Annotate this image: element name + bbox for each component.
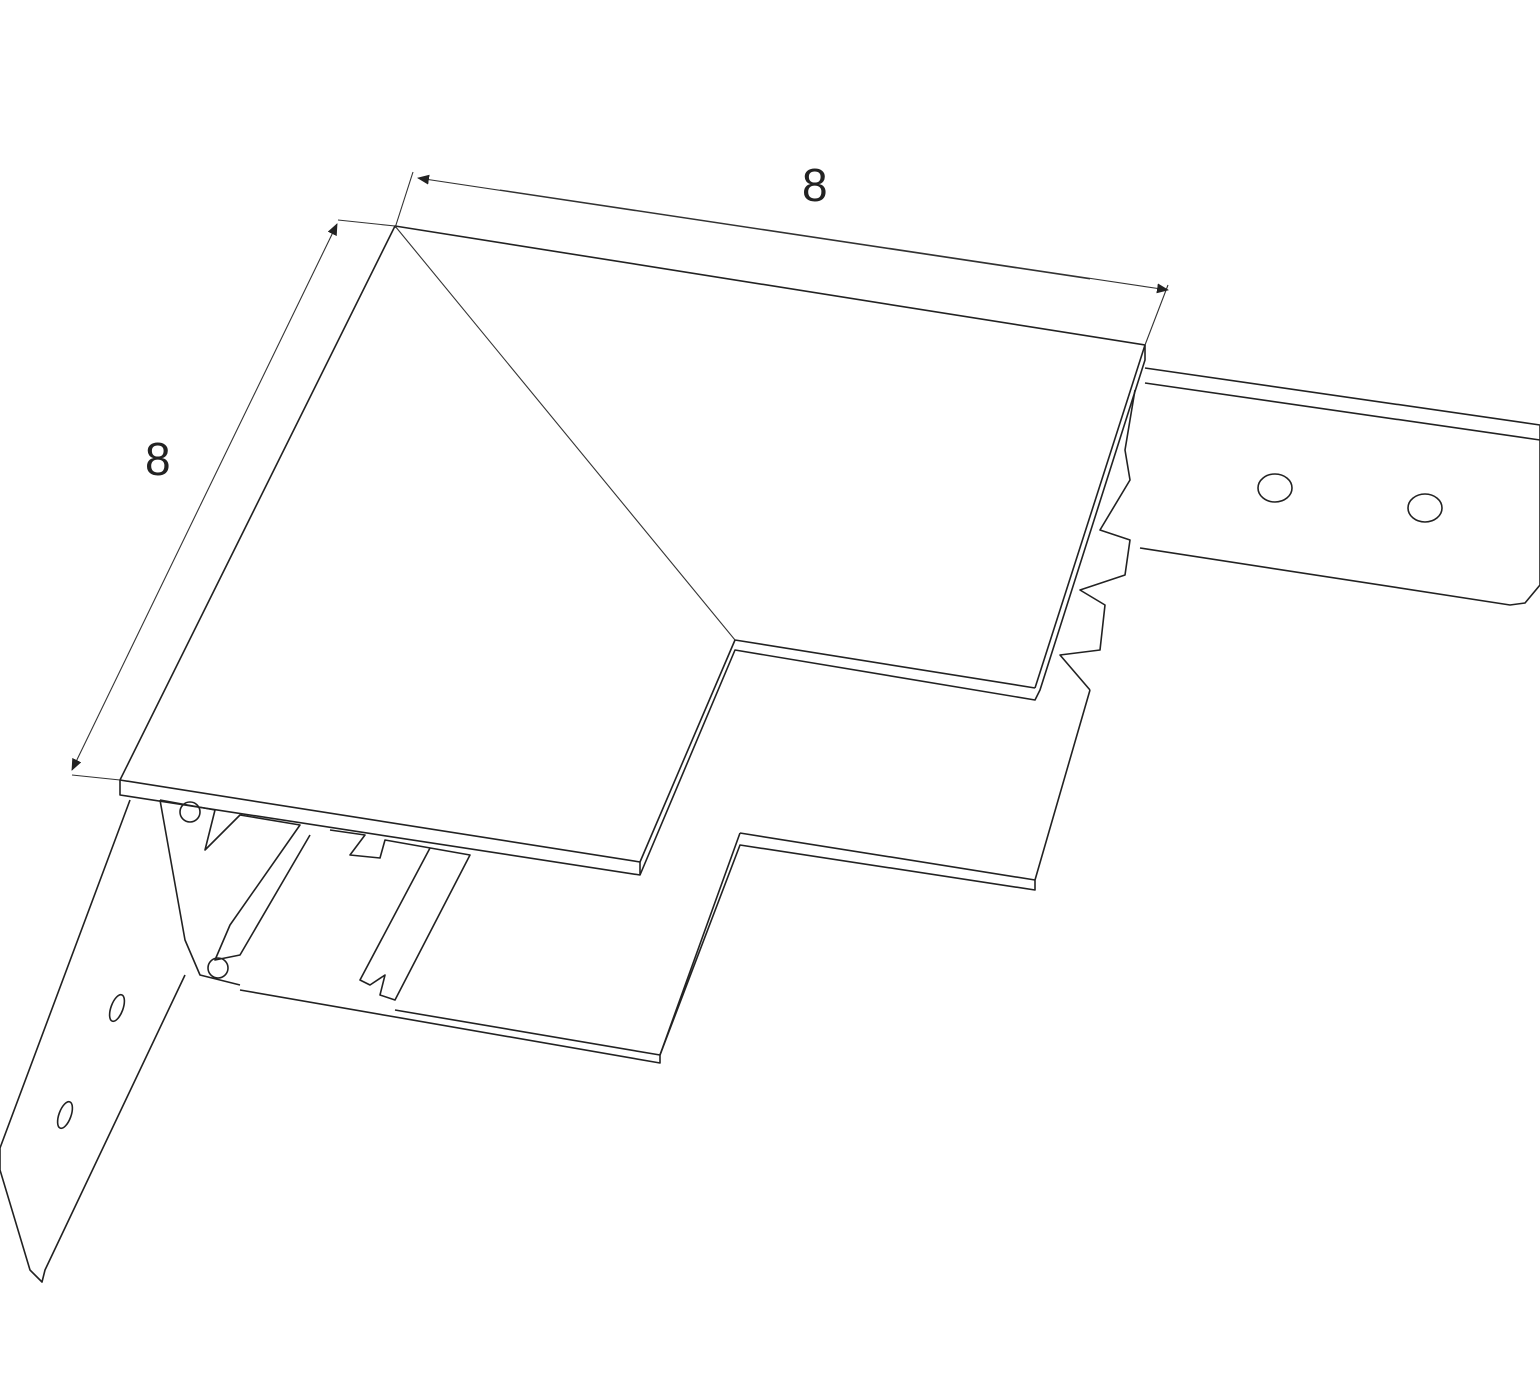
dimension-top [394, 171, 1169, 346]
base-profile [159, 389, 1136, 1064]
right-mounting-bracket [1139, 367, 1540, 606]
dimension-top-label: 8 [802, 159, 828, 211]
dimension-left [71, 219, 396, 781]
dimension-left-label: 8 [145, 433, 171, 485]
mounting-hole [1407, 493, 1443, 523]
mounting-hole [108, 993, 126, 1023]
mounting-hole [1257, 473, 1293, 503]
top-cover [119, 225, 1146, 876]
left-mounting-bracket [0, 799, 186, 1283]
mounting-hole [56, 1100, 74, 1130]
